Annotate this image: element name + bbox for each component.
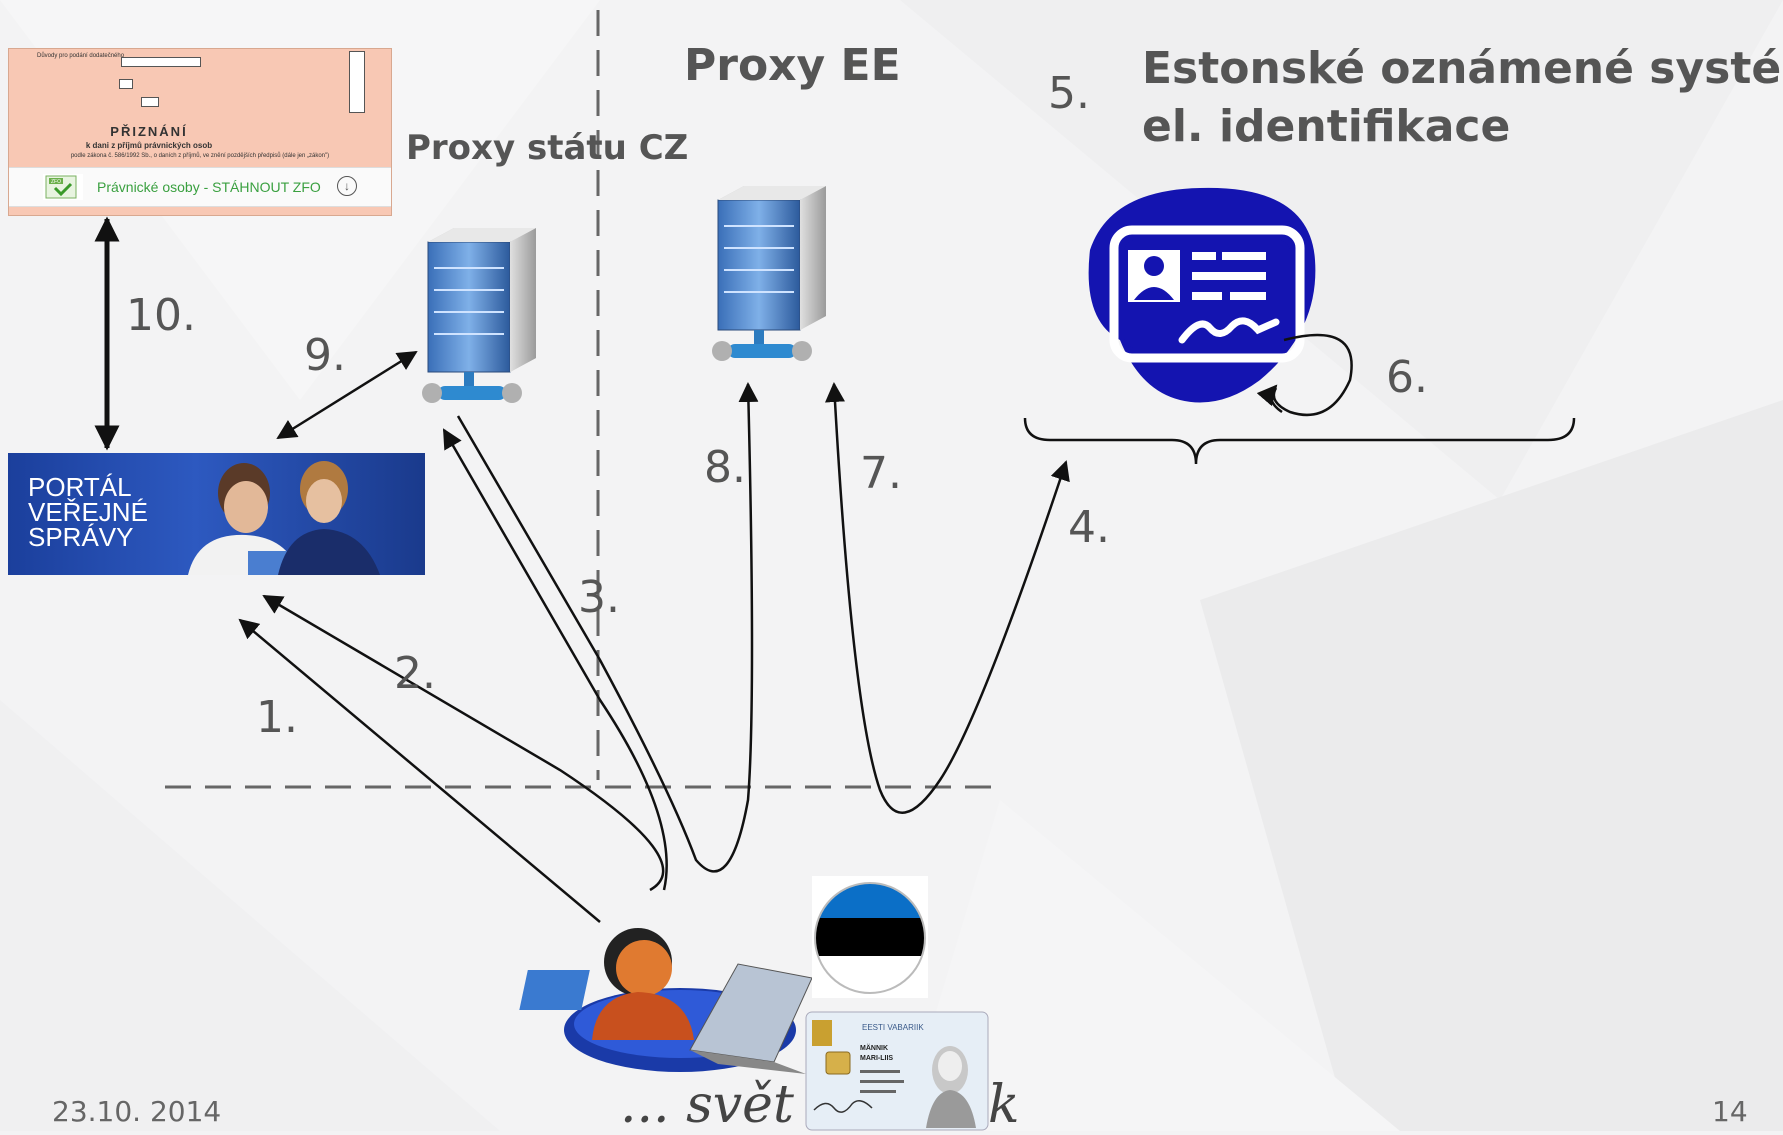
arrow-step-9: [276, 350, 418, 440]
proxy-ee-label: Proxy EE: [684, 40, 901, 91]
estonian-id-card-image: EESTI VABARIIK MÄNNIK MARI-LIIS: [805, 1011, 989, 1131]
arrow-step-1: [238, 618, 601, 923]
step-7-label: 7.: [860, 448, 902, 499]
form-field: [349, 51, 365, 113]
estonian-systems-brace: [1023, 417, 1576, 465]
id-card-country: EESTI VABARIIK: [862, 1023, 924, 1032]
banner-people-image: [188, 461, 380, 575]
step-2-label: 2.: [394, 648, 436, 699]
portal-line-1: PORTÁL: [28, 472, 132, 502]
page-number: 14: [1712, 1095, 1748, 1128]
step-5-label: 5.: [1048, 68, 1090, 119]
form-field: [121, 57, 201, 67]
zfo-file-icon: ZFO: [43, 174, 83, 200]
download-link[interactable]: Právnické osoby - STÁHNOUT ZFO: [97, 179, 321, 195]
form-law-note: podle zákona č. 586/1992 Sb., o daních z…: [70, 153, 330, 159]
step-9-label: 9.: [304, 330, 346, 381]
step-3-label: 3.: [578, 572, 620, 623]
slide-date: 23.10. 2014: [52, 1095, 222, 1128]
estonian-systems-line-2: el. identifikace: [1142, 101, 1511, 152]
form-subheading: k dani z příjmů právnických osob: [85, 141, 213, 150]
estonian-systems-line-1: Estonské oznámené systémy: [1142, 43, 1783, 94]
portal-verejne-spravy-banner: PORTÁL VEŘEJNÉ SPRÁVY: [8, 453, 425, 575]
form-fine-print: Důvody pro podání dodatečného: [37, 53, 125, 59]
download-icon[interactable]: ↓: [337, 176, 357, 196]
step-1-label: 1.: [256, 692, 298, 743]
eid-card-icon: [1088, 187, 1316, 403]
user-laptop-icon: [519, 928, 813, 1074]
world-caption-end: k: [988, 1075, 1020, 1135]
proxy-cz-server-icon: [422, 228, 536, 403]
arrow-step-8: [456, 382, 759, 873]
tax-form-thumbnail: Důvody pro podání dodatečného PŘIZNÁNÍ k…: [8, 48, 392, 216]
portal-title: PORTÁL VEŘEJNÉ SPRÁVY: [28, 472, 148, 552]
portal-line-3: SPRÁVY: [28, 522, 134, 552]
portal-line-2: VEŘEJNÉ: [28, 497, 148, 527]
proxy-cz-label: Proxy státu CZ: [406, 128, 689, 168]
arrow-step-6: [1272, 333, 1353, 417]
download-bar[interactable]: ZFO Právnické osoby - STÁHNOUT ZFO ↓: [9, 167, 391, 207]
arrow-step-2: [262, 594, 665, 892]
id-card-given-name: MARI-LIIS: [860, 1055, 893, 1062]
form-field: [119, 79, 133, 89]
proxy-ee-server-icon: [712, 186, 826, 361]
world-caption: ... svět: [620, 1075, 794, 1135]
step-10-label: 10.: [126, 290, 196, 341]
form-field: [141, 97, 159, 107]
estonian-flag-icon: [812, 876, 928, 998]
arrow-step-3a: [442, 428, 668, 891]
step-4-label: 4.: [1068, 502, 1110, 553]
zfo-badge: ZFO: [51, 179, 61, 185]
arrow-step-7-4: [825, 382, 1070, 814]
step-6-label: 6.: [1386, 352, 1428, 403]
form-heading: PŘIZNÁNÍ: [110, 124, 188, 139]
id-card-surname: MÄNNIK: [860, 1044, 888, 1052]
estonian-systems-title: Estonské oznámené systémy el. identifika…: [1142, 40, 1783, 156]
step-8-label: 8.: [704, 442, 746, 493]
